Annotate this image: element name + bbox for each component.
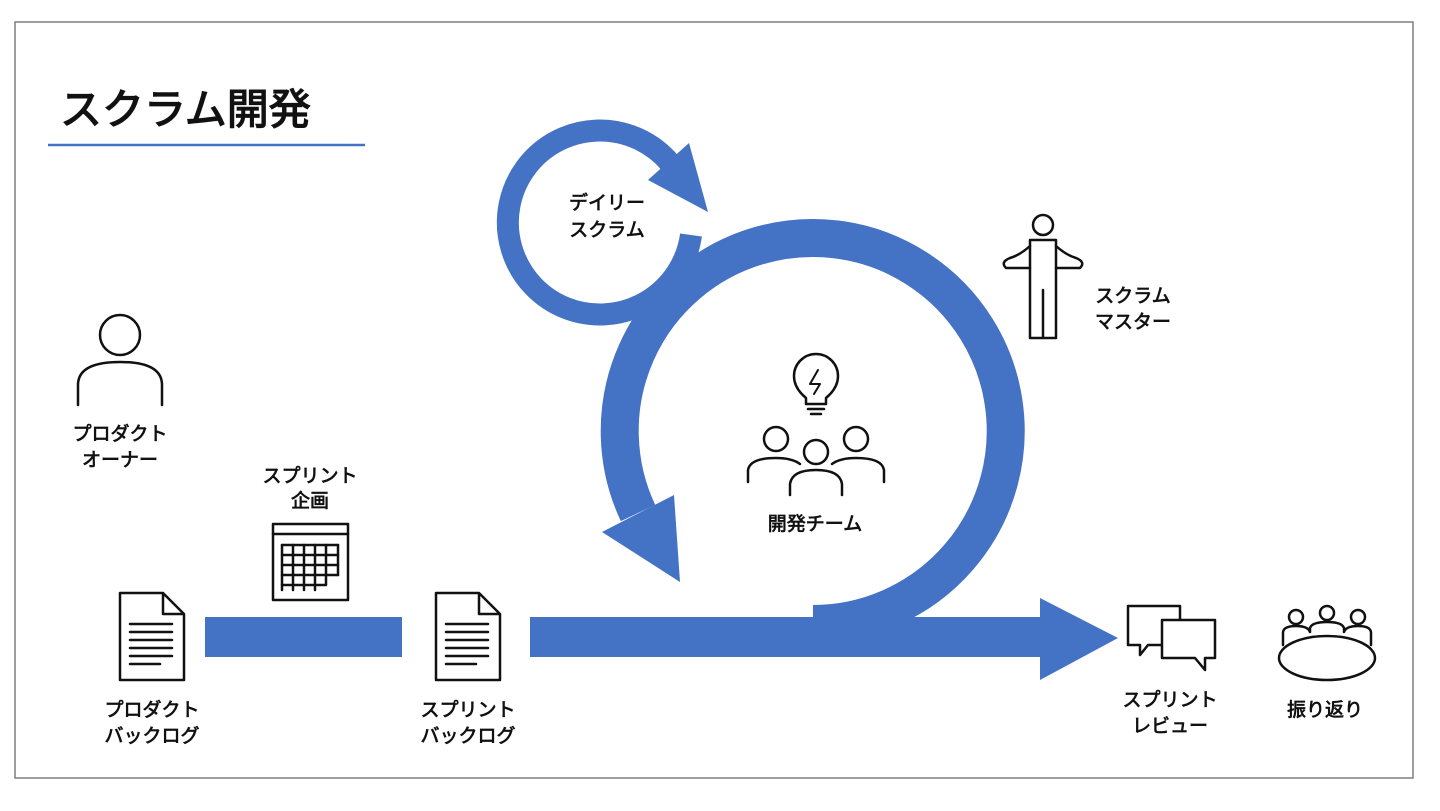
meeting-table-icon (1277, 604, 1377, 682)
sprint-review-label: レビュー (1132, 715, 1208, 737)
sprint-planning-label: 企画 (290, 489, 329, 512)
retrospective-label: 振り返り (1287, 698, 1363, 721)
sprint-flow-arrow (530, 598, 1118, 680)
product-backlog-label: プロダクト (104, 698, 199, 721)
sprint-backlog-label: スプリント (420, 698, 515, 721)
daily-scrum-label: デイリー (569, 191, 645, 214)
person-icon (76, 313, 164, 407)
sprint-backlog-label: バックログ (420, 724, 515, 747)
team-icon (746, 425, 886, 497)
product-owner-label: オーナー (82, 449, 158, 471)
calendar-icon (271, 522, 350, 602)
scrum-master-label: マスター (1095, 311, 1171, 333)
scrum-master-icon (1002, 213, 1084, 340)
chat-bubbles-icon (1126, 604, 1217, 672)
document-icon (434, 591, 502, 682)
product-owner-label: プロダクト (72, 422, 167, 445)
planning-bar (205, 617, 402, 657)
sprint-review-label: スプリント (1122, 688, 1217, 711)
page-title: スクラム開発 (60, 85, 312, 134)
sprint-planning-label: スプリント (262, 464, 357, 487)
dev-team-label: 開発チーム (768, 512, 862, 535)
lightbulb-icon (792, 352, 840, 416)
scrum-master-label: スクラム (1095, 285, 1170, 307)
daily-scrum-label: スクラム (569, 219, 644, 241)
product-backlog-label: バックログ (104, 724, 199, 747)
document-icon (118, 591, 186, 682)
sprint-loop-arrow (600, 219, 1025, 643)
